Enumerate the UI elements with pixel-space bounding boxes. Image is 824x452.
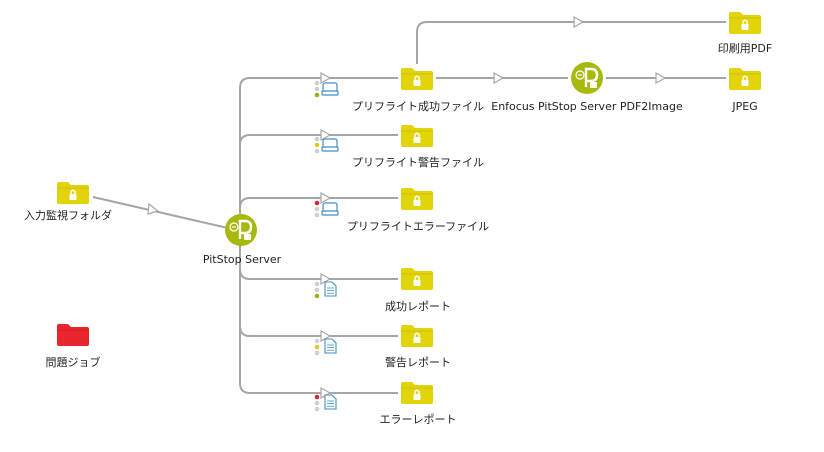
hard-drive-icon	[321, 202, 339, 216]
label-print-pdf: 印刷用PDF	[717, 42, 773, 55]
status-dot-warning	[314, 142, 320, 148]
document-icon	[324, 338, 337, 354]
preflight-success-folder-node[interactable]	[401, 68, 433, 90]
arrow-to-preflight-error	[320, 191, 332, 205]
status-dot-inactive	[314, 86, 320, 92]
label-preflight-error: プリフライトエラーファイル	[346, 220, 490, 233]
arrow-to-preflight-success	[320, 71, 332, 85]
lock-icon	[413, 75, 421, 86]
status-dot-inactive	[314, 287, 320, 293]
arrowheads	[320, 15, 667, 400]
arrow-to-pdf2image	[493, 71, 505, 85]
success-report-folder-node[interactable]	[401, 268, 433, 290]
document-icon	[324, 281, 337, 297]
arrow-to-jpeg	[655, 71, 667, 85]
arrow-to-preflight-warning	[320, 128, 332, 142]
status-dot-error	[314, 394, 320, 400]
connection-pitstop-to-success-report-branch[interactable]	[239, 268, 398, 280]
status-dot-success	[314, 92, 320, 98]
label-problem-jobs: 問題ジョブ	[45, 356, 101, 369]
status-dot-error	[314, 200, 320, 206]
status-dot-inactive	[314, 400, 320, 406]
lock-icon	[413, 132, 421, 143]
pitstop-server-node[interactable]	[225, 214, 257, 246]
label-jpeg: JPEG	[732, 100, 758, 113]
input-folder-node[interactable]	[57, 182, 89, 204]
status-indicator-warning-report	[314, 338, 337, 356]
lock-icon	[69, 189, 77, 200]
label-preflight-success: プリフライト成功ファイル	[352, 100, 484, 113]
status-dot-inactive	[314, 212, 320, 218]
label-input-folder: 入力監視フォルダ	[24, 209, 112, 222]
arrow-to-print-pdf	[573, 15, 585, 29]
status-indicator-warning-file	[314, 136, 339, 154]
connection-pitstop-to-warning-report[interactable]	[239, 325, 398, 337]
print-pdf-folder-node[interactable]	[729, 12, 761, 34]
jpeg-folder-node[interactable]	[729, 68, 761, 90]
arrow-input-to-pitstop	[147, 202, 160, 215]
lock-icon	[413, 275, 421, 286]
status-dot-inactive	[314, 350, 320, 356]
preflight-warning-folder-node[interactable]	[401, 125, 433, 147]
lock-icon	[413, 195, 421, 206]
status-dot-inactive	[314, 148, 320, 154]
status-dot-inactive	[314, 281, 320, 287]
label-preflight-warning: プリフライト警告ファイル	[352, 156, 484, 169]
label-warning-report: 警告レポート	[385, 356, 451, 369]
status-dot-warning	[314, 344, 320, 350]
status-dot-inactive	[314, 206, 320, 212]
label-pdf2image: Enfocus PitStop Server PDF2Image	[491, 100, 683, 113]
lock-icon	[413, 389, 421, 400]
status-indicator-error-file	[314, 200, 339, 218]
warning-report-folder-node[interactable]	[401, 325, 433, 347]
pitstop-flow-icon	[229, 219, 253, 240]
connection-input-to-pitstop[interactable]	[92, 196, 233, 230]
status-dot-success	[314, 293, 320, 299]
lock-icon	[741, 75, 749, 86]
connection-pitstop-to-preflight-error[interactable]	[239, 197, 398, 209]
status-dot-inactive	[314, 406, 320, 412]
status-indicator-success-report	[314, 281, 337, 299]
preflight-error-folder-node[interactable]	[401, 188, 433, 210]
flow-nodes	[57, 12, 761, 404]
connection-status-indicators	[314, 80, 339, 412]
hard-drive-icon	[321, 138, 339, 152]
hard-drive-icon	[321, 82, 339, 96]
status-indicator-success-file	[314, 80, 339, 98]
status-dot-inactive	[314, 136, 320, 142]
connections	[92, 15, 726, 400]
problem-jobs-folder-node[interactable]	[57, 324, 89, 346]
connection-pitstop-to-preflight-success[interactable]	[239, 77, 398, 214]
label-error-report: エラーレポート	[379, 413, 457, 426]
error-report-folder-node[interactable]	[401, 382, 433, 404]
label-pitstop-server: PitStop Server	[202, 253, 282, 266]
connection-pitstop-to-preflight-warning[interactable]	[239, 134, 398, 146]
lock-icon	[741, 19, 749, 30]
label-success-report: 成功レポート	[385, 300, 451, 313]
connection-pitstop-to-success-report[interactable]	[239, 244, 398, 394]
status-dot-inactive	[314, 80, 320, 86]
lock-icon	[413, 332, 421, 343]
status-indicator-error-report	[314, 394, 337, 412]
pitstop-flow-icon	[575, 67, 599, 88]
status-dot-inactive	[314, 338, 320, 344]
connection-preflight-success-to-print-pdf[interactable]	[416, 21, 726, 64]
pdf2image-node[interactable]	[571, 62, 603, 94]
document-icon	[324, 394, 337, 410]
